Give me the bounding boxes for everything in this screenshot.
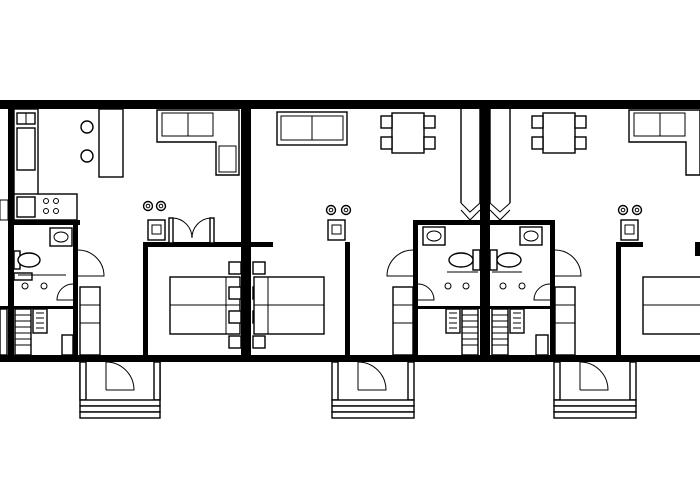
- washbasin-icon: [147, 219, 166, 241]
- toilet-icon: [489, 249, 522, 271]
- bed-icon: [252, 261, 325, 349]
- stair-icon: [0, 308, 74, 356]
- wardrobe: [554, 286, 576, 356]
- speaker-icon: [325, 204, 352, 216]
- bed-icon: [642, 276, 700, 335]
- toilet-icon: [448, 249, 481, 271]
- speaker-icon: [617, 204, 643, 216]
- sofa-icon: [156, 109, 240, 176]
- unit-2: [252, 109, 481, 419]
- shaft: [489, 109, 511, 221]
- kitchen-counter: [0, 108, 78, 222]
- toilet-icon: [13, 250, 41, 270]
- dining-table-icon: [531, 112, 587, 154]
- unit-3: [489, 109, 700, 419]
- dining-table-icon: [80, 108, 124, 178]
- unit-1: [0, 108, 242, 419]
- entrance-door-icon: [553, 355, 637, 419]
- entrance-door-icon: [331, 355, 415, 419]
- stove-icon: [43, 198, 59, 214]
- speaker-icon: [142, 200, 167, 212]
- stair-icon: [445, 308, 479, 356]
- wardrobe: [392, 286, 414, 356]
- wardrobe: [79, 286, 101, 356]
- stair-icon: [491, 308, 549, 356]
- bed-icon: [169, 261, 242, 349]
- shaft: [460, 109, 481, 221]
- entrance-door-icon: [79, 355, 161, 419]
- washbasin-icon: [327, 219, 346, 241]
- bathroom-1: [13, 227, 105, 301]
- door-swing-icon: [168, 217, 215, 244]
- walls: [0, 100, 700, 362]
- washbasin-icon: [620, 219, 639, 241]
- bathroom-3: [489, 226, 582, 301]
- sofa-icon: [276, 111, 348, 146]
- bathroom-2: [386, 226, 481, 301]
- sofa-icon: [628, 109, 700, 176]
- dining-table-icon: [380, 112, 436, 154]
